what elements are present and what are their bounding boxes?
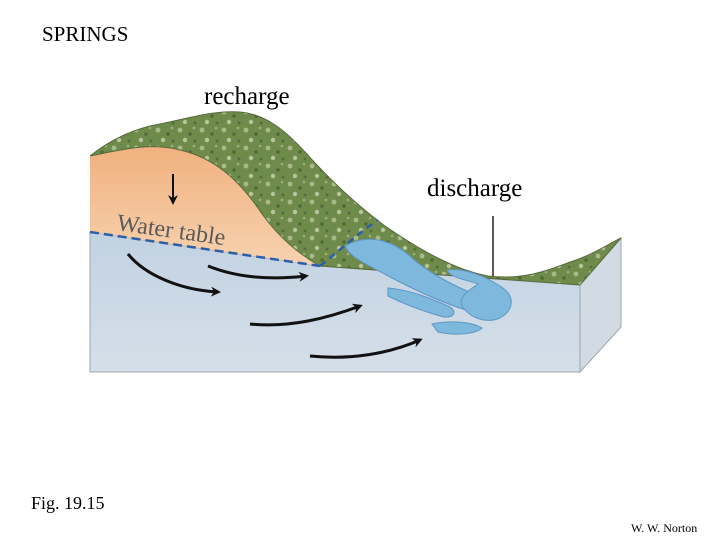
- flow-arrow: [126, 253, 221, 297]
- land-surface: [89, 111, 622, 286]
- unsaturated-zone: [90, 146, 320, 266]
- spring-water: [344, 238, 512, 335]
- water-table-seep-line: [319, 218, 379, 267]
- flow-arrow: [309, 338, 423, 359]
- figure-number: Fig. 19.15: [31, 493, 105, 513]
- credit-text: W. W. Norton: [631, 521, 698, 535]
- slide-title: SPRINGS: [42, 22, 129, 46]
- recharge-label: recharge: [204, 83, 290, 110]
- discharge-label: discharge: [427, 175, 523, 202]
- flow-arrow: [207, 264, 309, 282]
- flow-arrow: [249, 303, 363, 327]
- water-table-line: [89, 230, 321, 268]
- flow-arrows: [126, 253, 423, 359]
